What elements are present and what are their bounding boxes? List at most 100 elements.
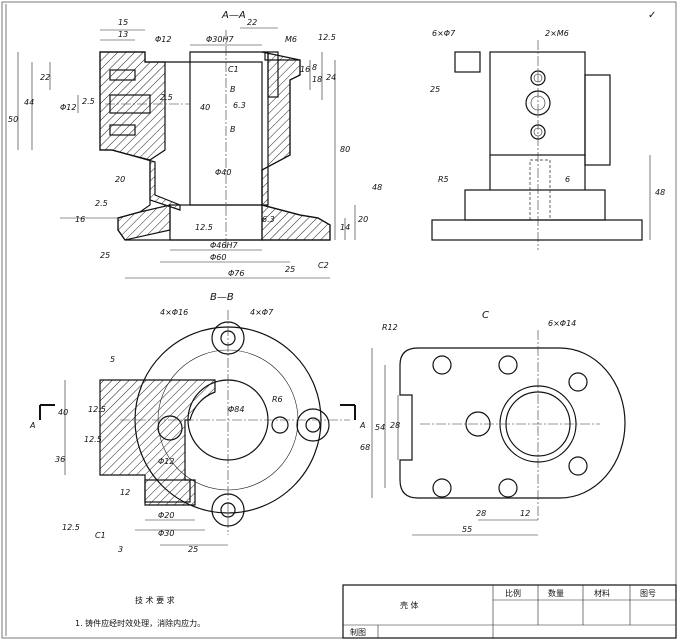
dim-c-0: R12 xyxy=(382,323,398,332)
dim-side-3: R5 xyxy=(438,175,449,184)
dim-aa-34: Φ76 xyxy=(228,269,244,278)
side-boss xyxy=(584,74,611,166)
dim-aa-22: 80 xyxy=(340,145,350,154)
dim-aa-37: 25 xyxy=(100,251,110,260)
dim-bb-15: 3 xyxy=(118,545,123,554)
dim-bb-0: 4×Φ16 xyxy=(160,308,188,317)
section-bb-phi20-slot xyxy=(144,479,191,503)
dim-aa-10: 50 xyxy=(8,115,18,124)
section-bb-lug-right-hole xyxy=(305,417,321,433)
dim-side-4: 6 xyxy=(565,175,570,184)
dim-bb-7: R6 xyxy=(272,395,283,404)
view-c-hole-6 xyxy=(498,478,518,498)
dim-c-5: 28 xyxy=(476,509,486,518)
title-material-label: 材料 xyxy=(594,588,610,598)
title-block: 壳 体 比例 数量 材料 图号 制图 xyxy=(342,584,677,639)
section-aa-bottom-recess xyxy=(169,204,263,241)
dim-side-1: 2×M6 xyxy=(545,29,569,38)
dim-aa-33: Φ60 xyxy=(210,253,226,262)
dim-aa-28: 6.3 xyxy=(262,215,275,224)
dim-bb-1: 4×Φ7 xyxy=(250,308,274,317)
dim-bb-3: 40 xyxy=(58,408,68,417)
dim-bb-11: Φ20 xyxy=(158,511,174,520)
section-bb-lug-right xyxy=(296,408,330,442)
side-foot xyxy=(464,189,606,221)
cut-letter-left: A xyxy=(29,421,35,430)
dim-aa-25: 2.5 xyxy=(95,199,108,208)
dim-aa-18: 8 xyxy=(312,63,317,72)
dim-aa-23: 20 xyxy=(115,175,125,184)
view-c-hole-3 xyxy=(568,372,588,392)
dim-aa-6: 12.5 xyxy=(318,33,336,42)
dim-aa-11: Φ12 xyxy=(60,103,76,112)
side-hidden-slot xyxy=(529,159,551,221)
corner-roughness-symbol: ✓ xyxy=(648,10,656,21)
dim-bb-6: Φ84 xyxy=(228,405,244,414)
dim-aa-13: 2.5 xyxy=(160,93,173,102)
dim-aa-9: 44 xyxy=(24,98,34,107)
dim-aa-35: C2 xyxy=(318,261,329,270)
section-aa-view: A—A xyxy=(8,10,382,279)
dim-aa-20: 18 xyxy=(312,75,322,84)
dim-bb-4: 12.5 xyxy=(88,405,106,414)
dim-aa-19: 16 xyxy=(300,65,310,74)
title-drafter-label: 制图 xyxy=(350,627,366,637)
dim-c-3: 54 xyxy=(375,423,385,432)
view-c: C R12 6×Φ14 68 54 28 28 12 55 xyxy=(360,310,626,536)
view-c-hole-1 xyxy=(432,355,452,375)
dim-aa-5: M6 xyxy=(285,35,297,44)
dim-aa-1: 13 xyxy=(118,30,128,39)
title-part-name: 壳 体 xyxy=(400,600,419,610)
dim-aa-12: 2.5 xyxy=(82,97,95,106)
dim-aa-21: 24 xyxy=(326,73,336,82)
title-drawing-no-label: 图号 xyxy=(640,589,656,598)
title-qty-label: 数量 xyxy=(548,588,564,598)
dim-bb-8: 36 xyxy=(55,455,65,464)
dim-aa-26: 16 xyxy=(75,215,85,224)
side-base xyxy=(431,219,643,241)
dim-side-5: 48 xyxy=(655,188,665,197)
section-bb-view: B—B A A 4×Φ16 4×Φ7 5 40 12.5 12.5 xyxy=(29,292,365,554)
dim-aa-32: Φ46H7 xyxy=(210,241,238,250)
dim-aa-4: 22 xyxy=(247,18,257,27)
title-scale-label: 比例 xyxy=(505,588,521,598)
dim-c-1: 6×Φ14 xyxy=(548,319,576,328)
dim-bb-16: 25 xyxy=(188,545,198,554)
section-bb-phi12-hole xyxy=(157,415,183,441)
title-block-frame xyxy=(342,584,677,639)
side-view: 6×Φ7 2×M6 25 R5 6 48 xyxy=(430,29,665,250)
section-aa-hole-3 xyxy=(109,124,136,136)
dim-aa-30: 20 xyxy=(358,215,368,224)
dim-side-2: 25 xyxy=(430,85,440,94)
dim-aa-15: 6.3 xyxy=(233,101,246,110)
dim-bb-14: C1 xyxy=(95,531,106,540)
dim-bb-13: 12.5 xyxy=(62,523,80,532)
section-bb-title: B—B xyxy=(210,292,234,303)
dim-aa-31: 48 xyxy=(372,183,382,192)
dim-aa-16: B xyxy=(230,85,236,94)
dim-bb-9: Φ12 xyxy=(158,457,174,466)
cut-letter-right: A xyxy=(359,421,365,430)
view-c-outline xyxy=(399,347,626,499)
dim-bb-10: 12 xyxy=(120,488,130,497)
side-neck xyxy=(489,155,586,190)
dim-c-6: 12 xyxy=(520,509,530,518)
section-bb-r6-hole xyxy=(271,416,289,434)
dim-c-4: 28 xyxy=(390,421,400,430)
section-aa-m6-hole xyxy=(267,51,279,98)
view-c-hole-2 xyxy=(498,355,518,375)
dim-bb-12: Φ30 xyxy=(158,529,174,538)
dim-aa-27: 12.5 xyxy=(195,223,213,232)
dim-aa-24: Φ40 xyxy=(215,168,231,177)
section-aa-hatch-base-left xyxy=(117,204,171,241)
section-aa-hole-1 xyxy=(109,69,136,81)
dim-aa-8: 22 xyxy=(40,73,50,82)
section-aa-hatch-left xyxy=(99,51,181,211)
dim-bb-5: 12.5 xyxy=(84,435,102,444)
section-aa-hatch-right xyxy=(261,51,301,206)
dim-aa-29: 14 xyxy=(340,223,350,232)
dim-c-7: 55 xyxy=(462,525,472,534)
dim-aa-7: C1 xyxy=(228,65,239,74)
